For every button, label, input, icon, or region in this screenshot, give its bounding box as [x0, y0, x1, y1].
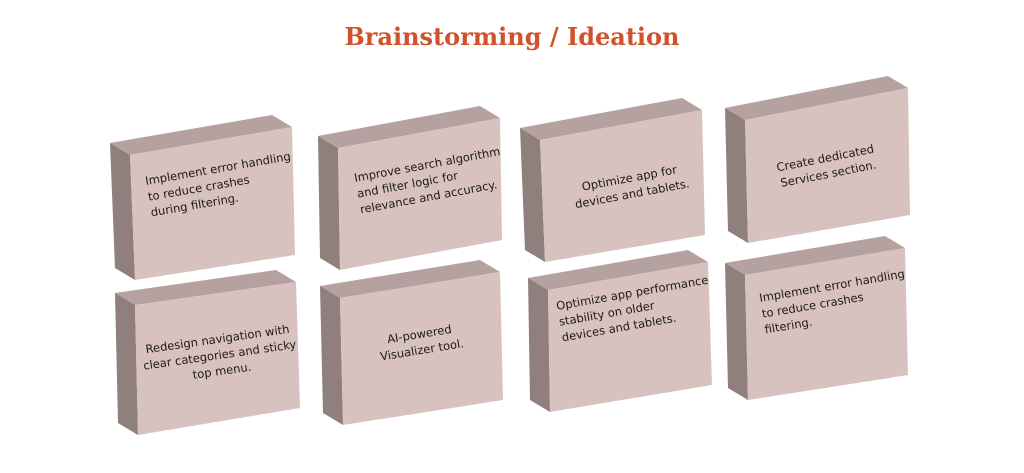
card-side-face — [520, 128, 545, 262]
idea-card: AI-poweredVisualizer tool. — [320, 260, 503, 425]
card-side-face — [528, 278, 550, 412]
card-side-face — [725, 108, 748, 243]
card-top-face — [725, 76, 908, 120]
card-top-face — [110, 115, 292, 155]
idea-card: Improve search algorithmand filter logic… — [318, 106, 502, 270]
card-top-face — [115, 270, 296, 305]
card-side-face — [115, 293, 138, 435]
card-side-face — [318, 136, 340, 270]
idea-card: Implement error handlingto reduce crashe… — [110, 115, 295, 280]
card-side-face — [110, 143, 135, 280]
card-side-face — [725, 263, 748, 400]
card-front-face — [745, 248, 908, 400]
idea-card: Optimize app performancestability on old… — [528, 250, 712, 412]
idea-card: Create dedicatedServices section. — [725, 76, 910, 243]
card-top-face — [528, 250, 708, 290]
card-top-face — [318, 106, 500, 148]
card-front-face — [540, 110, 705, 262]
idea-card: Optimize app fordevices and tablets. — [520, 98, 705, 262]
card-top-face — [320, 260, 500, 298]
card-top-face — [725, 236, 905, 275]
card-front-face — [340, 272, 503, 425]
card-front-face — [548, 262, 712, 412]
card-front-face — [745, 88, 910, 243]
card-front-face — [135, 282, 300, 435]
idea-card: Implement error handlingto reduce crashe… — [725, 236, 908, 400]
idea-card: Redesign navigation withclear categories… — [115, 270, 300, 435]
diagram-title: Brainstorming / Ideation — [344, 22, 680, 51]
card-front-face — [130, 127, 295, 280]
card-side-face — [320, 286, 343, 425]
card-front-face — [338, 118, 502, 270]
card-top-face — [520, 98, 702, 140]
